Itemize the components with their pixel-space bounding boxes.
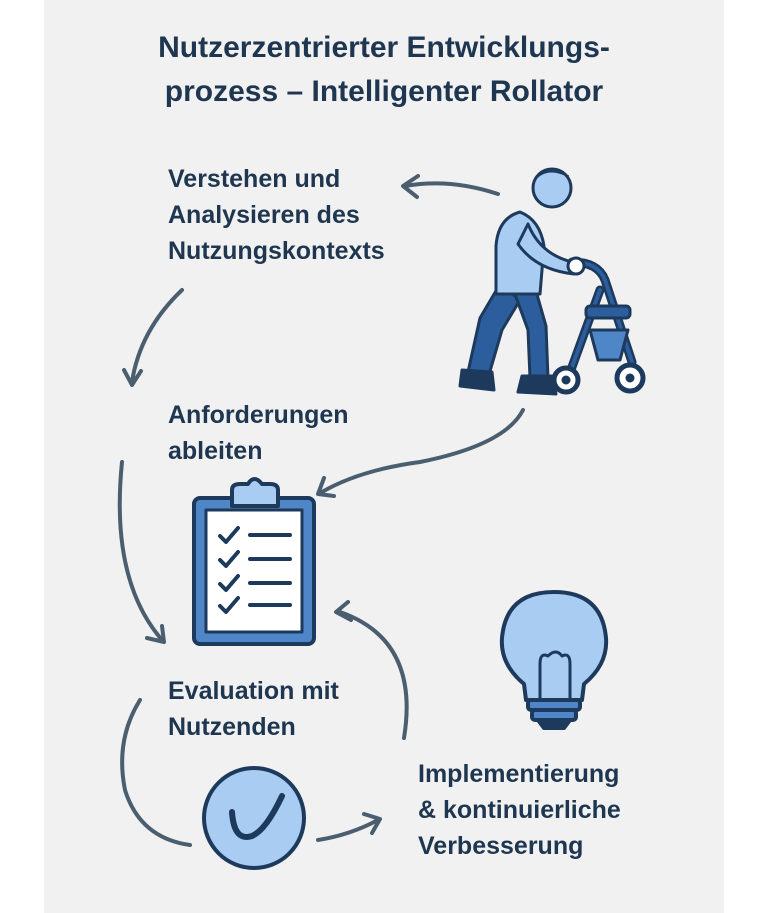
page-title: Nutzerzentrierter Entwicklungs- prozess … bbox=[0, 26, 768, 114]
arrow-to-evaluation bbox=[117, 460, 164, 642]
checkmark-circle-icon bbox=[202, 766, 306, 870]
step-1-line-3: Nutzungskontexts bbox=[168, 237, 385, 265]
lightbulb-icon bbox=[499, 590, 609, 730]
arrow-person-to-clipboard bbox=[320, 408, 525, 494]
step-2-line-2: ableiten bbox=[168, 437, 263, 465]
step-4-line-2: & kontinuierliche bbox=[418, 796, 621, 824]
step-understand-context-label: Verstehen und Analysieren des Nutzungsko… bbox=[168, 161, 385, 269]
step-3-line-1: Evaluation mit bbox=[168, 677, 339, 705]
clipboard-checklist-icon bbox=[192, 477, 316, 646]
arrow-to-understand bbox=[403, 181, 500, 196]
arrowhead-implementation-to-clipboard bbox=[334, 600, 353, 622]
step-evaluation-label: Evaluation mit Nutzenden bbox=[168, 673, 339, 745]
arrowhead-to-implementation bbox=[362, 812, 382, 835]
step-4-line-1: Implementierung bbox=[418, 760, 620, 788]
arrow-evaluation-loop bbox=[120, 698, 192, 847]
step-4-line-3: Verbesserung bbox=[418, 832, 584, 860]
arrow-to-requirements bbox=[130, 288, 184, 384]
arrow-implementation-to-clipboard bbox=[338, 610, 409, 740]
step-1-line-1: Verstehen und bbox=[168, 165, 341, 193]
step-3-line-2: Nutzenden bbox=[168, 713, 296, 741]
person-with-rollator-icon bbox=[458, 167, 646, 396]
title-line-2: prozess – Intelligenter Rollator bbox=[164, 75, 604, 108]
step-1-line-2: Analysieren des bbox=[168, 201, 360, 229]
arrowhead-person-to-clipboard bbox=[316, 476, 336, 498]
step-derive-requirements-label: Anforderungen ableiten bbox=[168, 397, 349, 469]
step-2-line-1: Anforderungen bbox=[168, 401, 349, 429]
title-line-1: Nutzerzentrierter Entwicklungs- bbox=[158, 31, 610, 64]
diagram-background bbox=[44, 0, 724, 913]
arrow-to-implementation bbox=[316, 818, 380, 842]
arrowhead-to-evaluation bbox=[145, 624, 166, 644]
arrowhead-to-requirements bbox=[122, 368, 143, 387]
arrowhead-to-understand bbox=[401, 174, 420, 199]
step-implementation-label: Implementierung & kontinuierliche Verbes… bbox=[418, 756, 621, 864]
